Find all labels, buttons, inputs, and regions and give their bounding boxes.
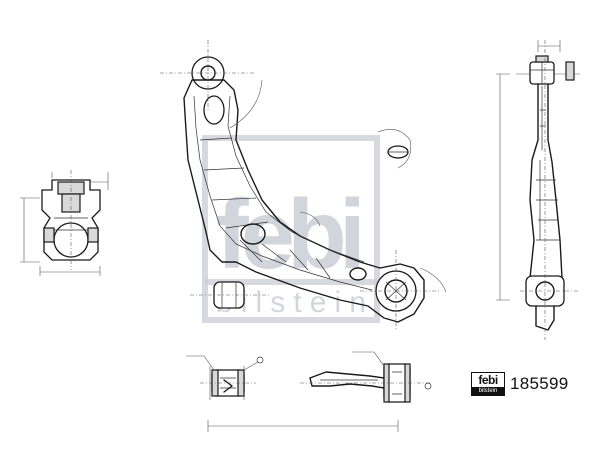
side-view [496,40,580,340]
ball-joint-view [20,170,109,276]
bushing-detail [186,355,264,400]
bottom-section-view [207,351,432,432]
control-arm-view [160,40,447,330]
brand-badge: febi bilstein [471,372,505,396]
badge-brand-top: febi [478,373,498,387]
part-number: 185599 [510,374,569,393]
watermark-brand-top: febi [216,179,366,289]
badge-brand-bottom: bilstein [472,387,504,395]
